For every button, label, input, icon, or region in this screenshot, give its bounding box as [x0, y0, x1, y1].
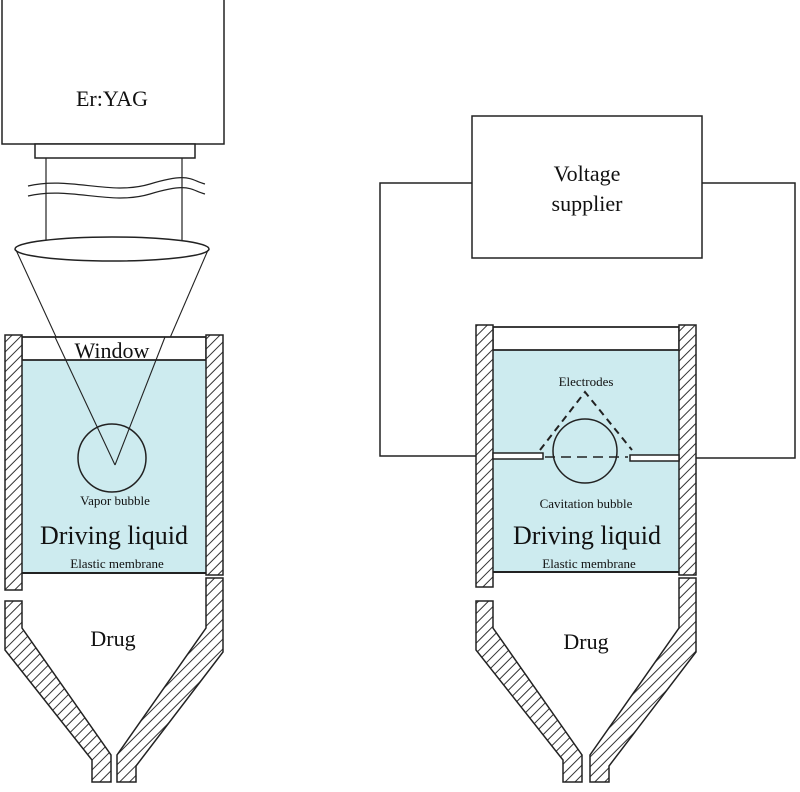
chamber-wall-right-right	[678, 324, 697, 576]
voltage-supplier-box	[471, 115, 703, 259]
window-label: Window	[75, 338, 150, 363]
membrane-label-left: Elastic membrane	[70, 556, 164, 571]
cavitation-bubble-label: Cavitation bubble	[540, 496, 633, 511]
electrode-right	[629, 454, 680, 462]
voltage-supplier-line1: Voltage	[554, 161, 621, 186]
circuit-wire-right	[632, 182, 796, 459]
chamber-wall-left-right	[475, 324, 494, 588]
voltage-supplier-line2: supplier	[552, 191, 624, 216]
focusing-lens	[14, 236, 210, 262]
circuit-wire-left	[379, 182, 540, 457]
cavitation-bubble	[552, 418, 618, 484]
vapor-bubble-label: Vapor bubble	[80, 493, 150, 508]
driving-liquid-fill	[22, 360, 206, 573]
electric-injector	[379, 115, 796, 783]
chamber-wall-right	[205, 334, 224, 576]
driving-liquid-label-right: Driving liquid	[513, 521, 661, 550]
nozzle-wall-left-right	[475, 600, 583, 783]
nozzle-wall-left	[4, 600, 112, 783]
vapor-bubble	[77, 423, 147, 493]
drug-label-right: Drug	[563, 629, 608, 654]
top-window-right	[492, 326, 680, 351]
electrode-left	[492, 452, 544, 460]
electrodes-pointer	[539, 390, 633, 451]
laser-output-port	[34, 143, 196, 159]
electrodes-label: Electrodes	[559, 374, 614, 389]
chamber-wall-left	[4, 334, 23, 591]
laser-housing	[1, 0, 225, 145]
laser-beam-tube	[27, 158, 206, 240]
membrane-label-right: Elastic membrane	[542, 556, 636, 571]
driving-liquid-label-left: Driving liquid	[40, 521, 188, 550]
nozzle-wall-right-right	[589, 577, 697, 783]
laser-injector	[1, 0, 225, 783]
nozzle-wall-right	[116, 577, 224, 783]
drug-label-left: Drug	[90, 626, 135, 651]
beam-in-chamber	[54, 336, 166, 466]
laser-label: Er:YAG	[76, 86, 148, 111]
